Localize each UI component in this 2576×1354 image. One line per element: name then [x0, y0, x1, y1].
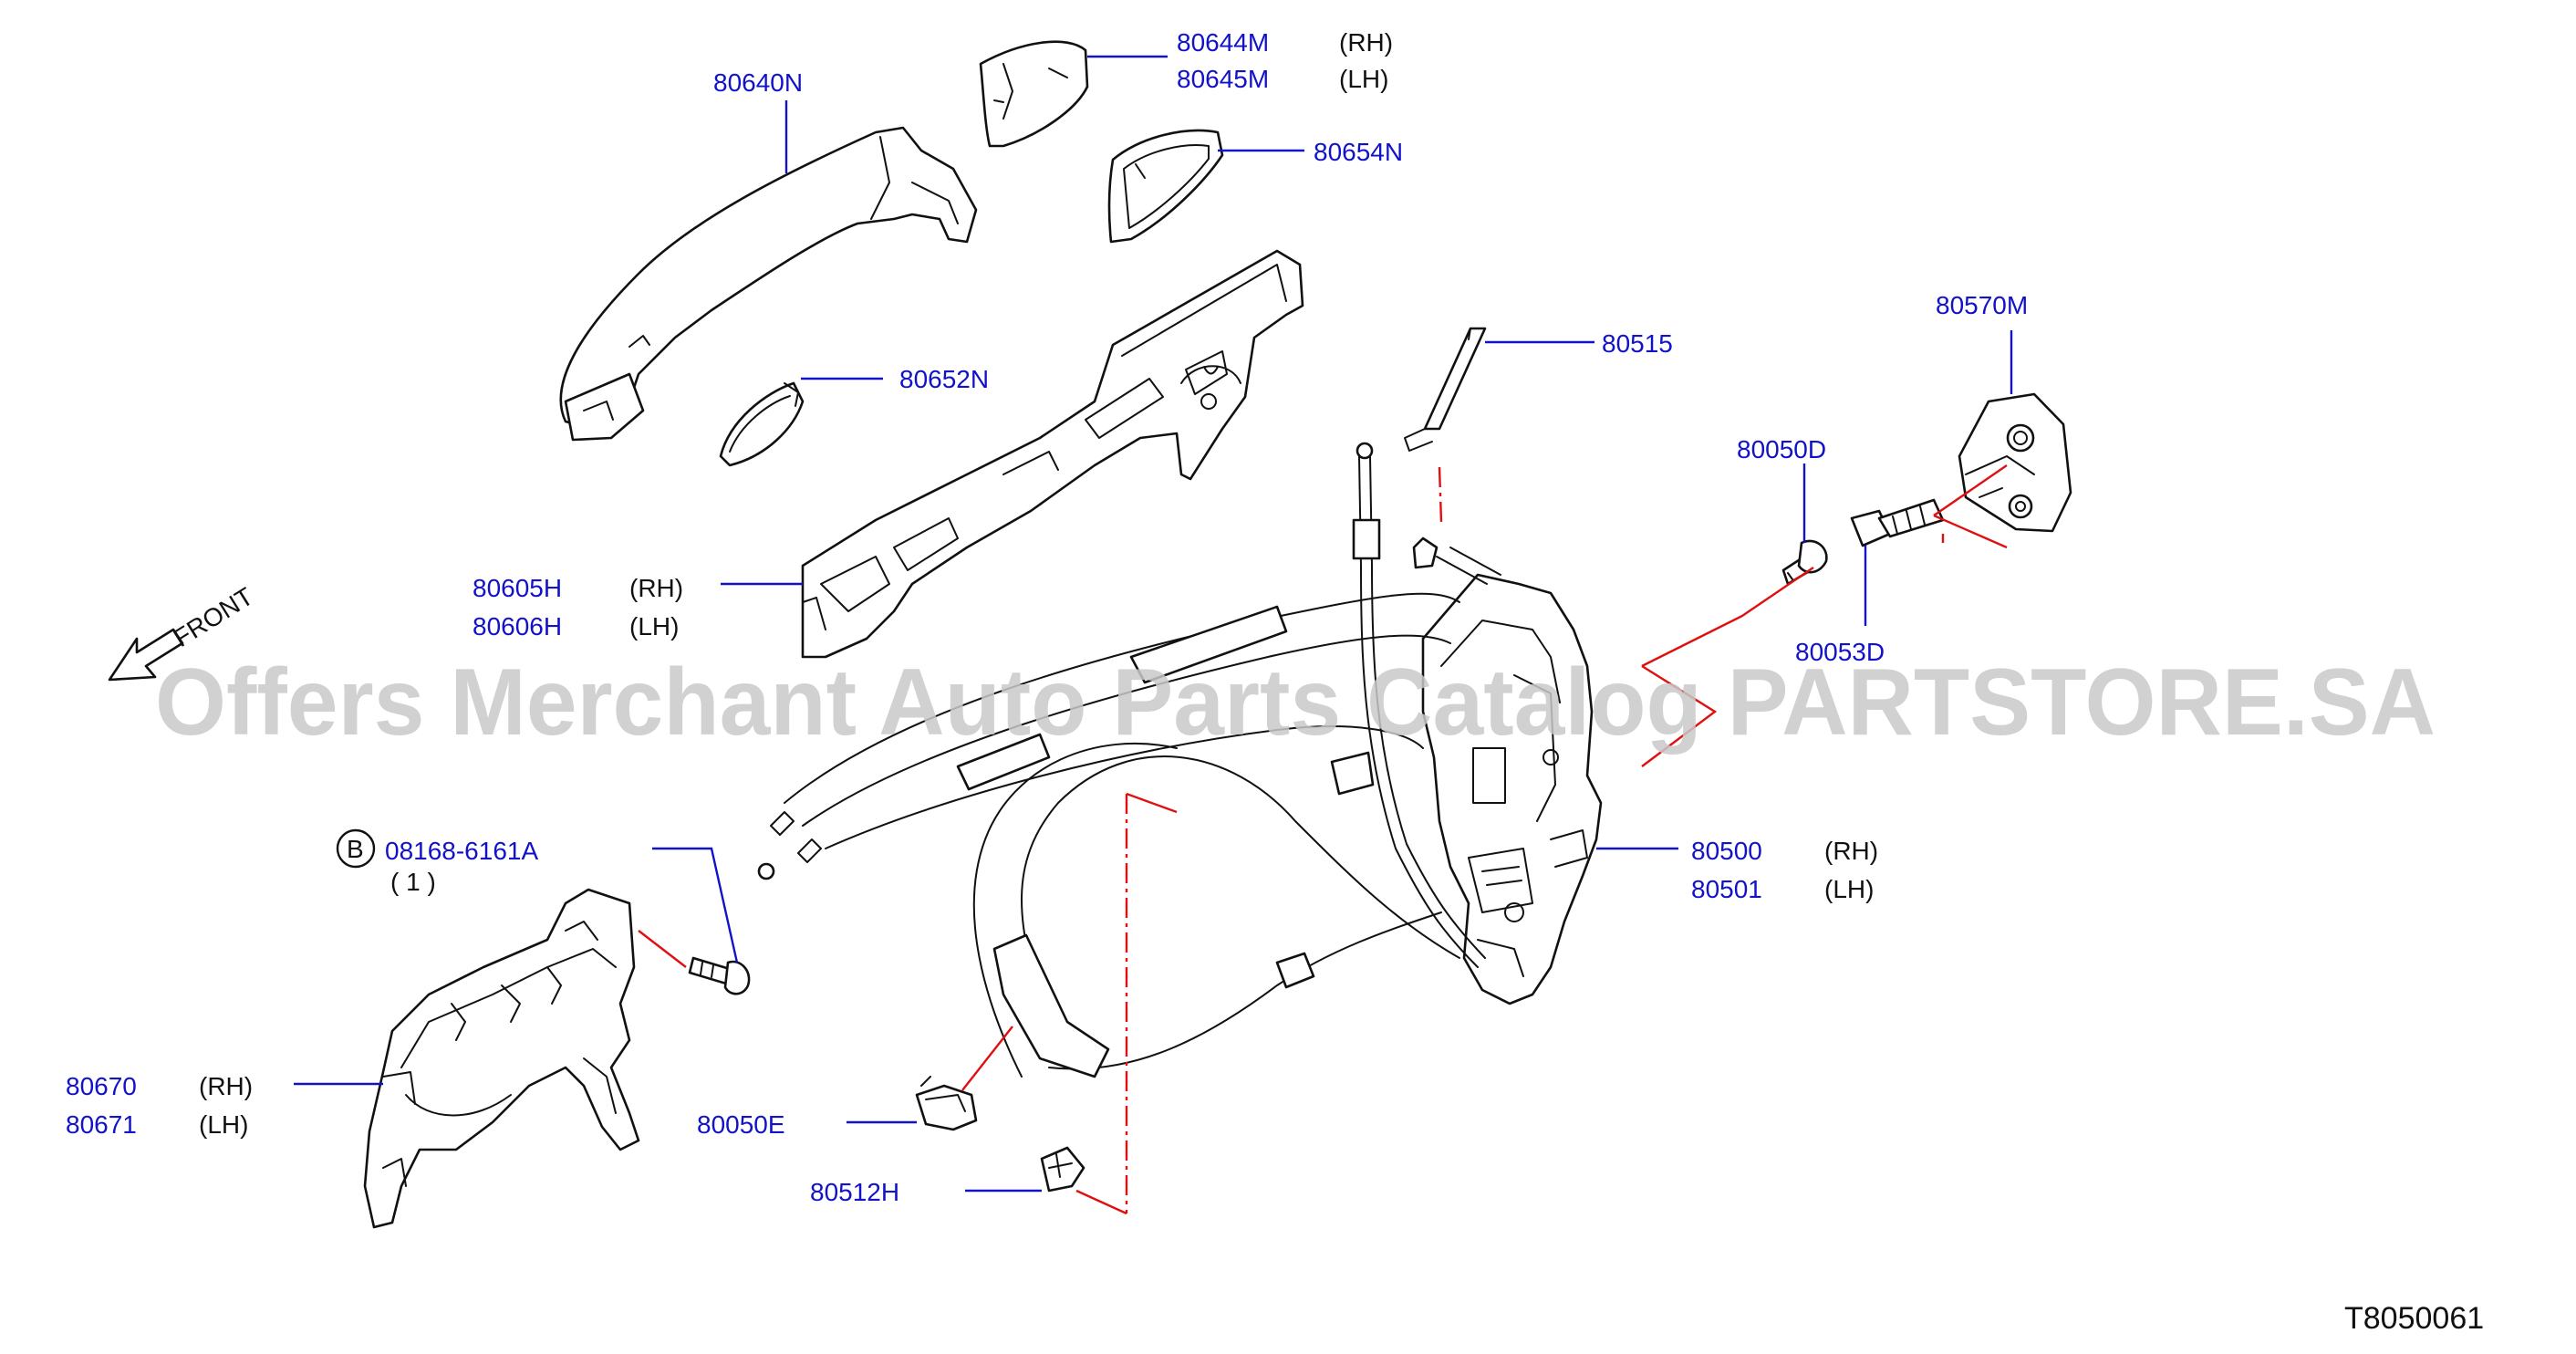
qualifier-80606H: (LH): [629, 612, 679, 641]
handle-bracket-part[interactable]: [801, 249, 1304, 659]
callout-08168-6161A: 08168-6161A: [385, 837, 538, 865]
callout-80644M: 80644M: [1177, 28, 1269, 57]
inside-handle-part[interactable]: [363, 888, 640, 1229]
escutcheon-cap-part[interactable]: [979, 40, 1089, 148]
callout-labels: 80640N 80644M (RH) 80645M (LH) 80654N 80…: [66, 28, 2028, 1206]
qualifier-80500: (RH): [1824, 837, 1878, 865]
cable-assembly[interactable]: [757, 442, 1486, 1078]
qualifier-80645M: (LH): [1339, 65, 1388, 93]
callout-marker-b-letter: B: [347, 835, 364, 863]
door-latch-part[interactable]: [1412, 536, 1603, 1005]
qualifier-80671: (LH): [199, 1110, 248, 1139]
gasket-rear-part[interactable]: [1107, 129, 1224, 244]
latch-screw-part[interactable]: [1781, 539, 1828, 586]
callout-80640N: 80640N: [713, 68, 803, 97]
callout-80606H: 80606H: [473, 612, 562, 641]
callout-80645M: 80645M: [1177, 65, 1269, 93]
callout-80500: 80500: [1691, 837, 1762, 865]
callout-80605H: 80605H: [473, 574, 562, 602]
lock-rod-part[interactable]: [1404, 327, 1487, 452]
callout-80671: 80671: [66, 1110, 137, 1139]
front-arrow-icon: [108, 628, 184, 682]
callout-80654N: 80654N: [1314, 138, 1403, 166]
outside-handle-part[interactable]: [559, 126, 978, 442]
callout-80050E: 80050E: [697, 1110, 785, 1139]
watermark-text: Offers Merchant Auto Parts Catalog PARTS…: [155, 650, 2436, 755]
qualifier-08168-6161A: ( 1 ): [390, 868, 436, 896]
qualifier-80605H: (RH): [629, 574, 683, 602]
door-striker-part[interactable]: [1958, 392, 2072, 533]
callout-80670: 80670: [66, 1072, 137, 1100]
leader-lines: [294, 55, 2013, 1193]
callout-80050D: 80050D: [1737, 435, 1826, 463]
callout-80053D: 80053D: [1795, 638, 1885, 666]
alignment-lines: [638, 464, 2008, 1215]
qualifier-80644M: (RH): [1339, 28, 1393, 57]
callout-80652N: 80652N: [899, 365, 989, 393]
callout-80512H: 80512H: [810, 1178, 899, 1206]
grommet-part[interactable]: [915, 1076, 978, 1131]
front-label: FRONT: [169, 582, 258, 652]
callout-80570M: 80570M: [1936, 291, 2028, 319]
qualifier-80670: (RH): [199, 1072, 253, 1100]
gasket-front-part[interactable]: [719, 381, 805, 467]
callout-marker-b: [336, 828, 376, 869]
callout-80501: 80501: [1691, 875, 1762, 903]
hex-bolt-part[interactable]: [688, 956, 751, 995]
diagram-code: T8050061: [2344, 1301, 2484, 1336]
callout-80515: 80515: [1602, 329, 1673, 358]
cable-clip-part[interactable]: [1040, 1146, 1085, 1193]
qualifier-80501: (LH): [1824, 875, 1874, 903]
striker-bolt-part[interactable]: [1850, 498, 1945, 547]
